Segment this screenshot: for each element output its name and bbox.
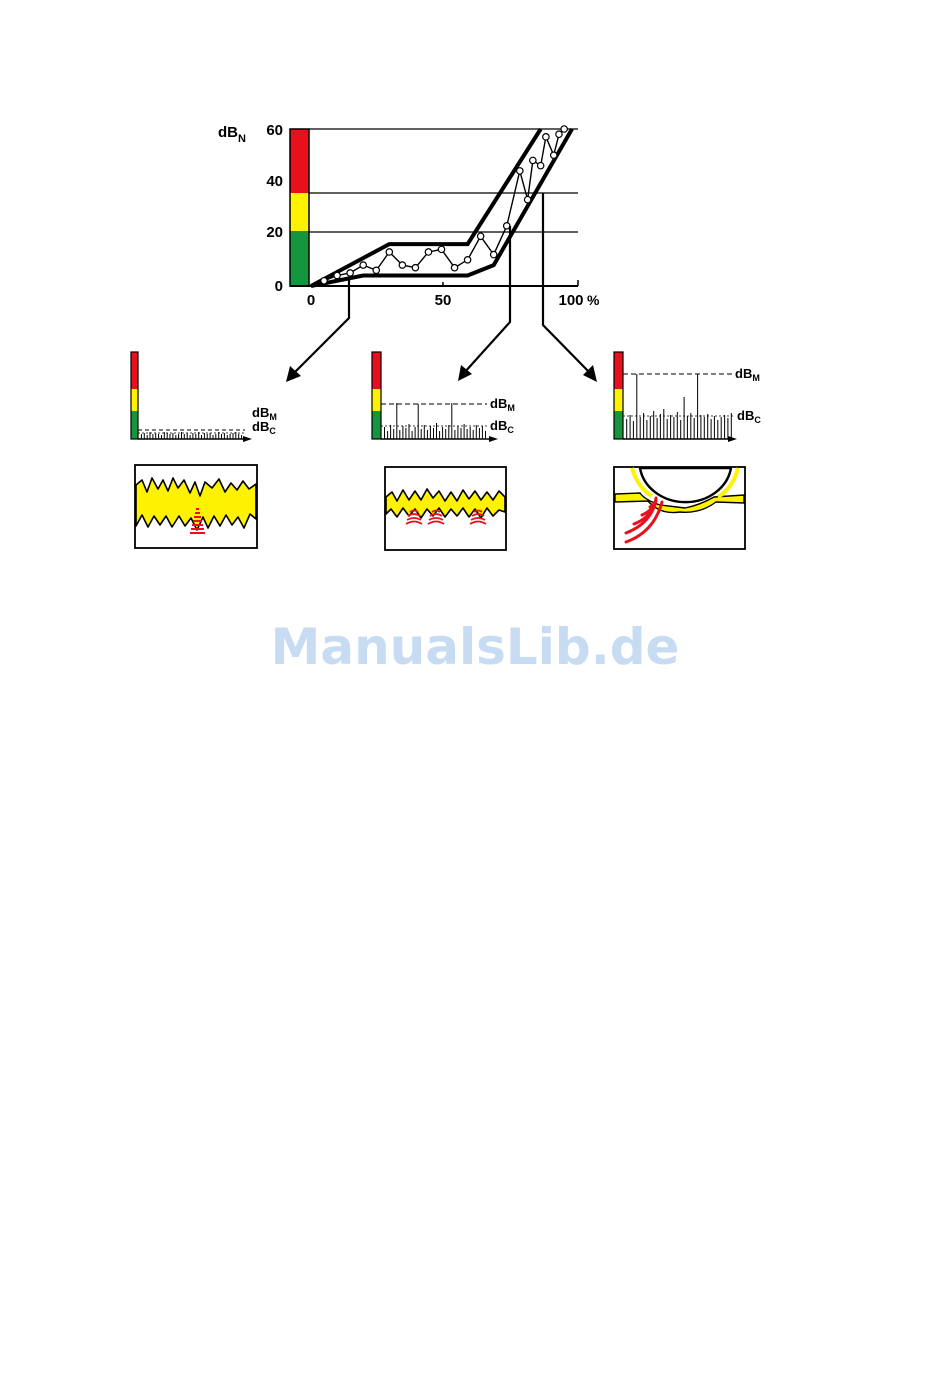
bearing-illustration-right — [614, 467, 745, 549]
y-tick-label-20: 20 — [266, 224, 283, 241]
bearing-illustration-left — [135, 465, 257, 548]
lower-band-line — [311, 129, 572, 286]
spectrum-left-red — [131, 352, 138, 389]
spectrum-middle: dBM dBC — [372, 352, 515, 442]
spectrum-middle-lines — [385, 403, 486, 439]
connector-arrows — [286, 193, 597, 382]
measurement-point-0 — [321, 278, 327, 284]
spectrum-middle-red — [372, 352, 381, 389]
spectrum-right-lines — [627, 374, 732, 439]
spectrum-right-red — [614, 352, 623, 389]
spectrum-middle-yellow — [372, 389, 381, 411]
measurement-point-17 — [530, 157, 536, 163]
measurement-point-13 — [491, 251, 497, 257]
spectrum-right-yellow — [614, 389, 623, 411]
measurement-point-6 — [399, 262, 405, 268]
zone-yellow — [290, 193, 309, 231]
y-tick-label-40: 40 — [266, 173, 283, 190]
spectrum-left-axis-arrow — [243, 436, 252, 442]
x-tick-label-50: 50 — [435, 292, 452, 309]
spectrum-middle-green — [372, 411, 381, 439]
spectrum-middle-dbm-label: dBM — [490, 396, 515, 413]
x-tick-label-100: 100 — [558, 292, 583, 309]
measurement-point-7 — [412, 264, 418, 270]
spectrum-right-dbm-label: dBM — [735, 366, 760, 383]
measurement-point-21 — [556, 131, 562, 137]
spectrum-middle-axis-arrow — [489, 436, 498, 442]
y-axis-label: dBN — [218, 124, 246, 145]
measurement-point-1 — [334, 272, 340, 278]
measurement-point-11 — [464, 257, 470, 263]
measurement-point-3 — [360, 262, 366, 268]
measurement-point-4 — [373, 267, 379, 273]
y-tick-label-0: 0 — [275, 278, 283, 295]
spectrum-right-axis-arrow — [728, 436, 737, 442]
x-tick-label-0: 0 — [307, 292, 315, 309]
measurement-point-9 — [438, 246, 444, 252]
measurement-point-22 — [561, 126, 567, 132]
measurement-point-8 — [425, 249, 431, 255]
measurement-point-19 — [543, 134, 549, 140]
spectrum-right: dBM dBC — [614, 352, 761, 442]
arrow-left — [292, 279, 349, 375]
measurement-point-20 — [551, 152, 557, 158]
measurement-point-12 — [477, 233, 483, 239]
spectrum-left: dBM dBC — [131, 352, 277, 442]
measurement-point-18 — [537, 162, 543, 168]
spectrum-middle-dbc-label: dBC — [490, 418, 514, 435]
watermark: ManualsLib.de — [271, 618, 680, 676]
spectrum-right-green — [614, 411, 623, 439]
bearing-illustration-middle — [385, 467, 506, 550]
x-unit-label: % — [587, 292, 600, 308]
measurement-point-16 — [524, 196, 530, 202]
spectrum-left-yellow — [131, 389, 138, 411]
measurement-point-2 — [347, 270, 353, 276]
spectrum-left-green — [131, 411, 138, 439]
zone-green — [290, 231, 309, 286]
arrow-right — [543, 193, 590, 373]
spectrum-right-dbc-label: dBC — [737, 408, 761, 425]
measurement-point-5 — [386, 249, 392, 255]
upper-band-line — [311, 129, 541, 286]
y-tick-label-60: 60 — [266, 122, 283, 139]
measurement-point-15 — [517, 168, 523, 174]
measurement-point-10 — [451, 264, 457, 270]
zone-red — [290, 129, 309, 193]
